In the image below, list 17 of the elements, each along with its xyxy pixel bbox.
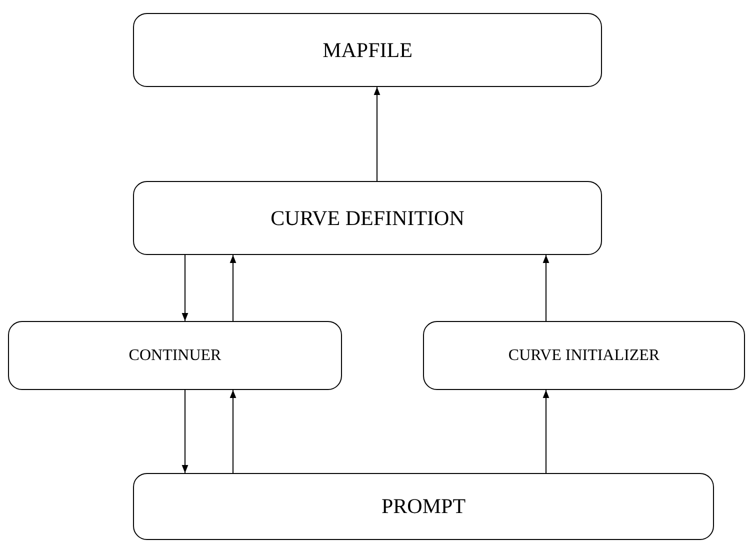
arrow <box>542 390 550 474</box>
arrow <box>230 390 236 474</box>
arrow <box>182 254 188 322</box>
node-label: MAPFILE <box>322 38 412 62</box>
node-label: CURVE INITIALIZER <box>508 346 660 364</box>
rounded-box <box>133 473 714 540</box>
arrow <box>182 390 188 474</box>
rounded-box <box>133 13 602 87</box>
rounded-box <box>133 181 602 255</box>
node-label: CURVE DEFINITION <box>270 206 464 230</box>
rounded-box <box>423 321 745 390</box>
arrow <box>230 254 236 322</box>
node-label: CONTINUER <box>128 346 222 364</box>
arrow <box>374 86 380 182</box>
arrow <box>542 254 550 322</box>
rounded-box <box>8 321 342 390</box>
node-label: PROMPT <box>381 494 466 519</box>
